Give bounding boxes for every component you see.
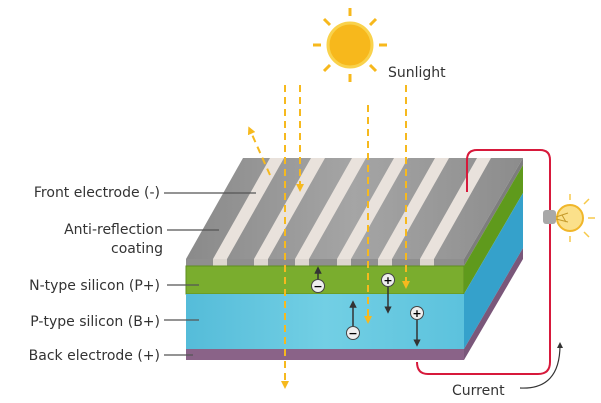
sunlight-rays <box>247 85 410 389</box>
leader-lines <box>164 192 256 356</box>
anti-reflection-label: Anti-reflection <box>64 222 163 238</box>
sunlight-label: Sunlight <box>388 65 446 81</box>
current-arrow <box>519 342 563 389</box>
hole-label: + <box>383 274 392 287</box>
back-electrode-label: Back electrode (+) <box>29 348 160 364</box>
front-electrode-label: Front electrode (-) <box>34 185 160 201</box>
n-type-label: N-type silicon (P+) <box>29 278 160 294</box>
circuit-wire <box>416 149 551 375</box>
back-electrode-layer <box>186 349 464 360</box>
n-type-layer <box>185 265 465 295</box>
anti-reflection-stripes <box>213 158 491 259</box>
current-label: Current <box>452 383 505 399</box>
electron-label: − <box>313 280 322 293</box>
charge-carriers: − + − + <box>311 266 424 347</box>
sun-icon <box>313 8 387 82</box>
p-type-layer <box>186 294 464 349</box>
anti-reflection-label-line2: coating <box>111 241 163 257</box>
hole-label: + <box>412 307 421 320</box>
p-type-label: P-type silicon (B+) <box>30 314 160 330</box>
front-electrode-edge <box>186 259 464 266</box>
light-bulb-icon <box>543 194 595 242</box>
electron-label: − <box>348 327 357 340</box>
